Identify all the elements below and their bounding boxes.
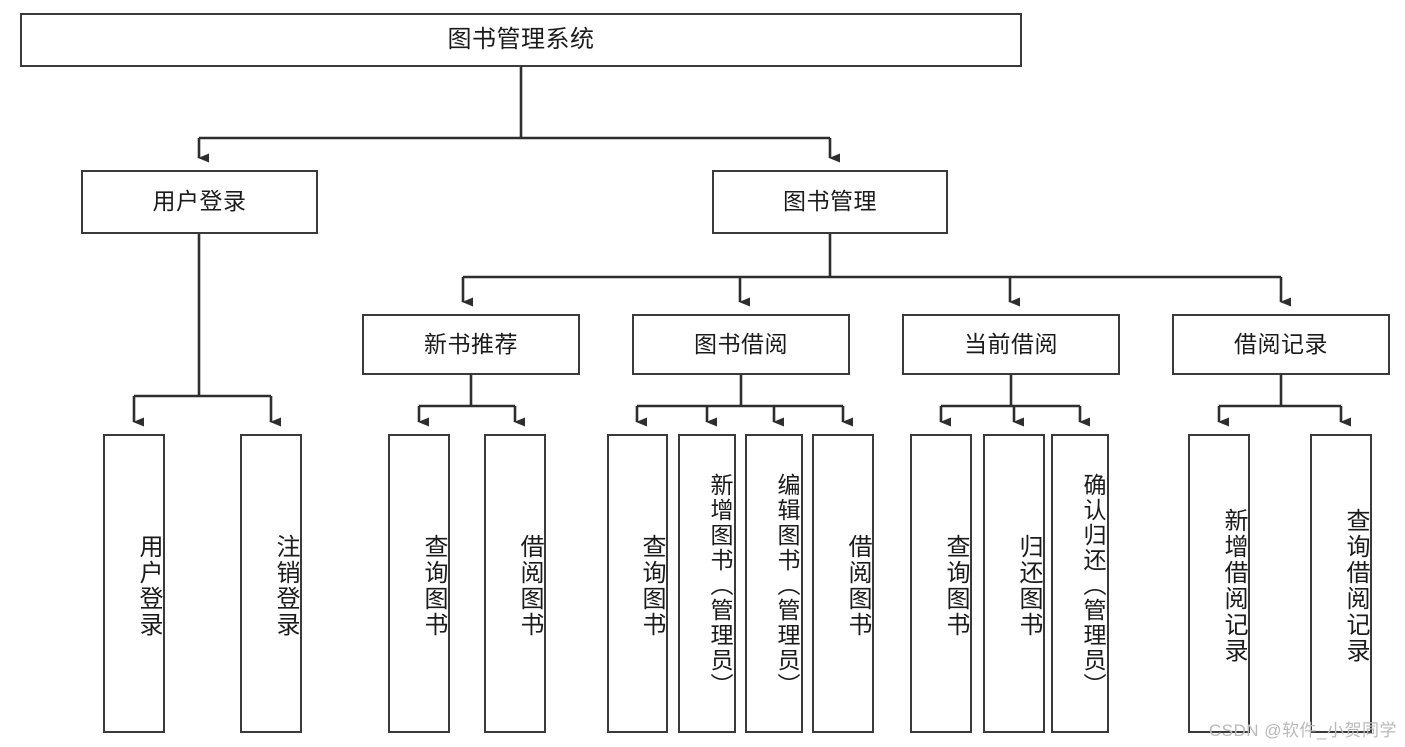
- node-current-borrow[interactable]: 当前借阅: [902, 314, 1120, 375]
- node-leaf-add-book[interactable]: 新增图书（管理员）: [678, 434, 736, 733]
- node-leaf-logout[interactable]: 注销登录: [240, 434, 302, 733]
- node-leaf-add-borrow-record[interactable]: 新增借阅记录: [1188, 434, 1250, 733]
- node-label: 确认归还（管理员）: [1080, 473, 1106, 698]
- node-leaf-confirm-return[interactable]: 确认归还（管理员）: [1051, 434, 1109, 733]
- node-user-login[interactable]: 用户登录: [81, 170, 318, 234]
- node-root-system[interactable]: 图书管理系统: [20, 13, 1022, 67]
- node-leaf-query-borrow-record[interactable]: 查询借阅记录: [1310, 434, 1372, 733]
- node-borrow-record[interactable]: 借阅记录: [1172, 314, 1390, 375]
- node-leaf-borrow-book-2[interactable]: 借阅图书: [812, 434, 874, 733]
- node-book-borrow[interactable]: 图书借阅: [632, 314, 850, 375]
- watermark-label: CSDN @软件_小贺同学: [1208, 721, 1397, 740]
- node-label: 归还图书: [1015, 533, 1042, 638]
- node-leaf-query-book-2[interactable]: 查询图书: [607, 434, 668, 733]
- node-leaf-query-book-1[interactable]: 查询图书: [388, 434, 450, 733]
- node-label: 图书管理系统: [447, 25, 595, 53]
- node-leaf-borrow-book-1[interactable]: 借阅图书: [484, 434, 546, 733]
- node-label: 查询借阅记录: [1342, 507, 1369, 664]
- node-label: 用户登录: [152, 188, 247, 215]
- node-label: 借阅图书: [844, 533, 871, 638]
- node-label: 当前借阅: [964, 330, 1058, 357]
- node-leaf-return-book[interactable]: 归还图书: [983, 434, 1045, 733]
- node-label: 借阅图书: [516, 533, 543, 638]
- node-label: 新增借阅记录: [1220, 507, 1247, 664]
- node-label: 新书推荐: [424, 330, 518, 357]
- node-new-book-recommend[interactable]: 新书推荐: [362, 314, 580, 375]
- node-label: 图书管理: [783, 188, 877, 215]
- node-label: 借阅记录: [1234, 330, 1328, 357]
- node-leaf-user-login[interactable]: 用户登录: [103, 434, 165, 733]
- node-label: 编辑图书（管理员）: [774, 473, 800, 698]
- node-label: 查询图书: [420, 533, 447, 638]
- node-leaf-edit-book[interactable]: 编辑图书（管理员）: [745, 434, 803, 733]
- node-label: 用户登录: [135, 533, 162, 638]
- node-label: 查询图书: [638, 533, 665, 638]
- node-label: 新增图书（管理员）: [707, 473, 733, 698]
- node-label: 注销登录: [272, 533, 299, 638]
- node-label: 查询图书: [942, 533, 969, 638]
- node-label: 图书借阅: [694, 330, 788, 357]
- node-book-management[interactable]: 图书管理: [712, 170, 948, 234]
- node-leaf-query-book-3[interactable]: 查询图书: [910, 434, 972, 733]
